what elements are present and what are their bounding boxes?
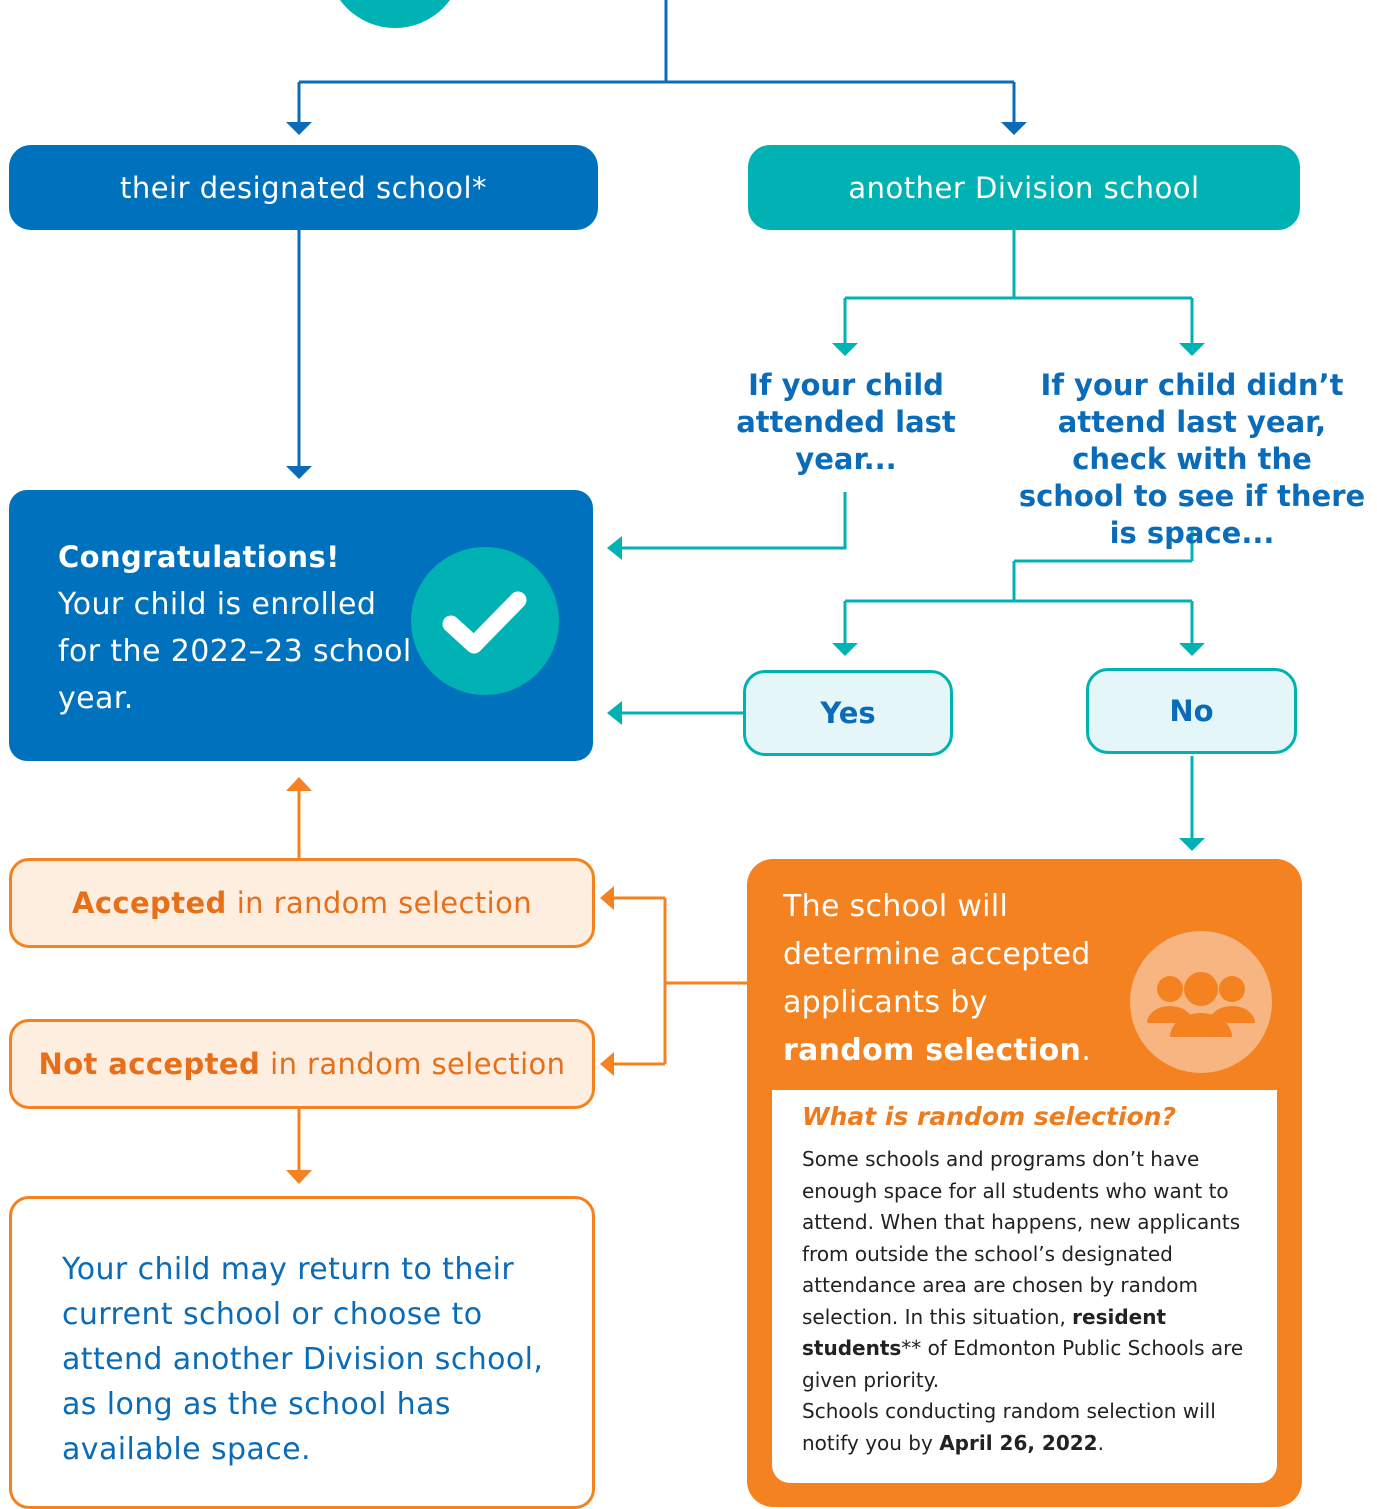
random-selection-text: The school will determine accepted appli…	[783, 883, 1113, 1075]
congratulations-text: Congratulations! Your child is enrolled …	[58, 534, 418, 722]
congratulations-body: Your child is enrolled for the 2022–23 s…	[58, 587, 412, 716]
congratulations-title: Congratulations!	[58, 540, 340, 574]
random-selection-info: What is random selection? Some schools a…	[772, 1090, 1277, 1483]
accepted-box: Accepted in random selection	[9, 858, 595, 948]
not-accepted-box: Not accepted in random selection	[9, 1019, 595, 1109]
checkmark-icon	[411, 547, 559, 695]
info-end: .	[1097, 1430, 1104, 1455]
info-body: Some schools and programs don’t have eno…	[802, 1144, 1252, 1459]
another-school-label: another Division school	[848, 170, 1200, 205]
random-text-end: .	[1081, 1033, 1092, 1068]
info-body-3: Schools conducting random selection will…	[802, 1399, 1216, 1455]
no-box: No	[1086, 668, 1297, 754]
yes-box: Yes	[743, 670, 953, 756]
another-school-box: another Division school	[748, 145, 1300, 230]
info-bold-resident: resident students	[802, 1304, 1167, 1361]
random-selection-box: The school will determine accepted appli…	[747, 859, 1302, 1507]
info-title: What is random selection?	[802, 1102, 1177, 1131]
return-text: Your child may return to their current s…	[62, 1252, 544, 1467]
yes-label: Yes	[820, 696, 876, 730]
group-icon	[1130, 931, 1272, 1073]
return-box: Your child may return to their current s…	[9, 1196, 595, 1509]
not-accepted-rest: in random selection	[270, 1047, 566, 1081]
random-text-part1: The school will determine accepted appli…	[783, 889, 1091, 1020]
designated-school-label: their designated school*	[119, 170, 488, 205]
random-text-bold: random selection	[783, 1033, 1082, 1068]
info-bold-date: April 26, 2022	[939, 1430, 1098, 1455]
question-not-attended: If your child didn’t attend last year, c…	[1018, 368, 1366, 550]
top-circle-icon	[340, 0, 450, 28]
question-attended: If your child attended last year...	[736, 368, 956, 476]
not-accepted-bold: Not accepted	[38, 1047, 261, 1081]
designated-school-box: their designated school*	[9, 145, 598, 230]
info-body-1: Some schools and programs don’t have eno…	[802, 1147, 1241, 1329]
no-label: No	[1169, 694, 1214, 728]
accepted-rest: in random selection	[236, 886, 533, 920]
accepted-bold: Accepted	[71, 886, 227, 920]
congratulations-box: Congratulations! Your child is enrolled …	[9, 490, 593, 761]
info-body-2: ** of Edmonton Public Schools are given …	[802, 1336, 1244, 1392]
